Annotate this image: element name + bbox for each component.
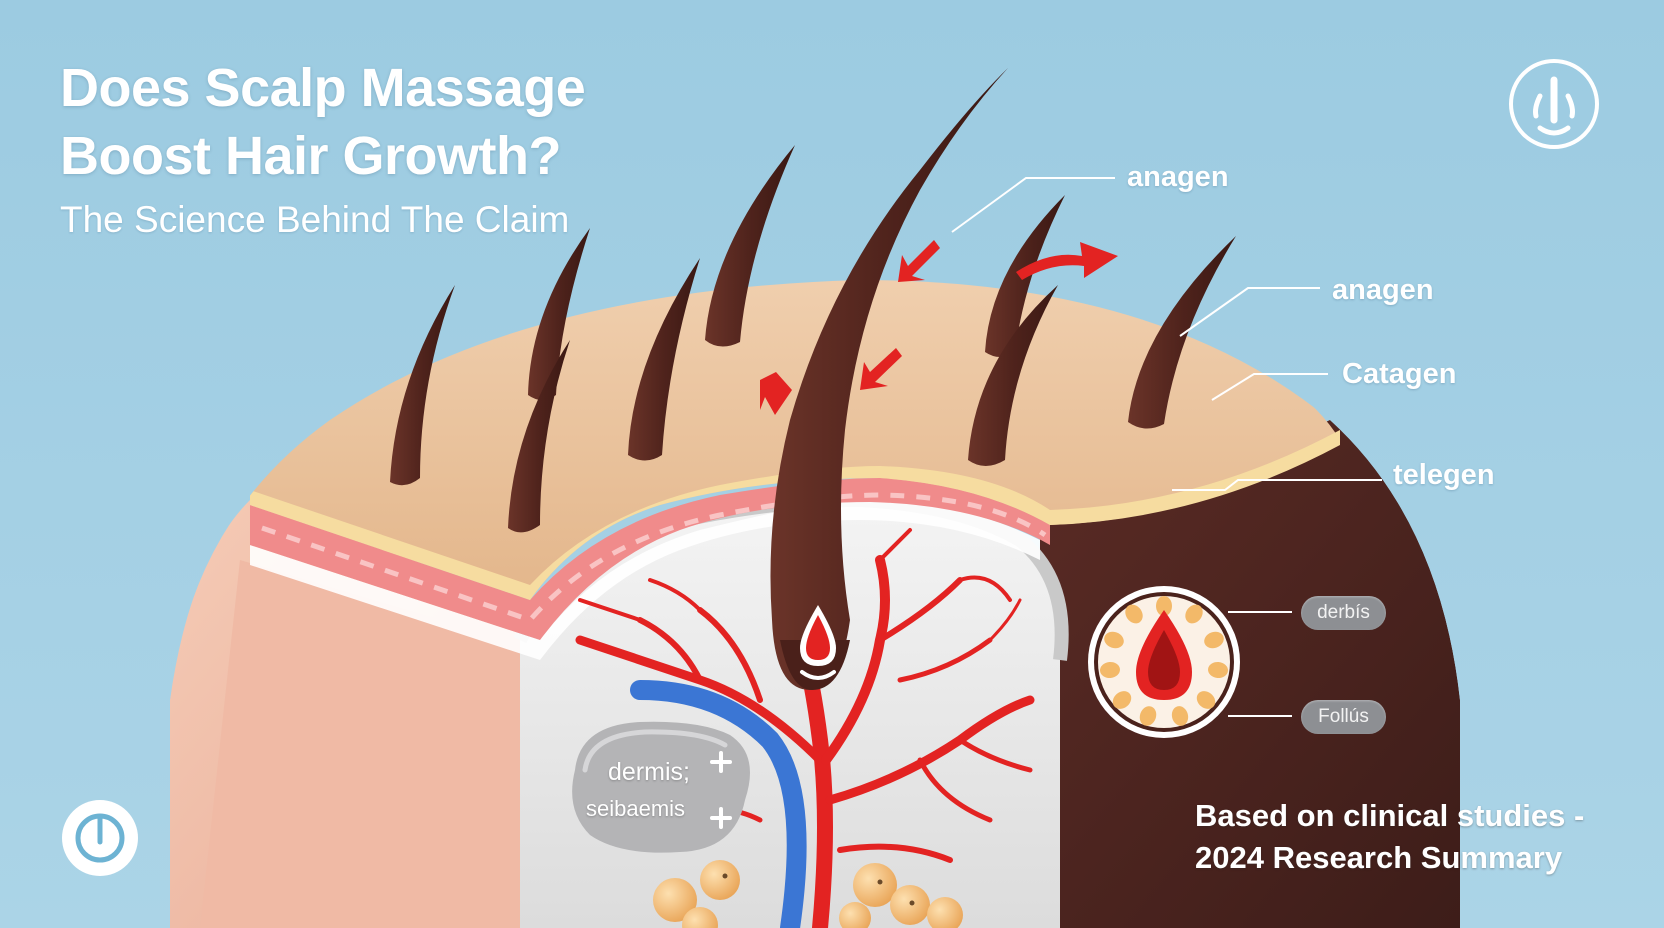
skin-side-lower bbox=[200, 560, 540, 928]
blob-label-line-2: seibaemis bbox=[586, 796, 686, 821]
stage-label-anagen-mid: anagen bbox=[1332, 274, 1434, 306]
stage-label-catagen: Catagen bbox=[1342, 358, 1457, 390]
follicle-cells bbox=[1100, 596, 1228, 726]
blood-drop-icon bbox=[1136, 610, 1192, 700]
power-icon[interactable] bbox=[62, 800, 138, 876]
massage-direction-arrows bbox=[760, 240, 1118, 415]
page-title-line-2: Boost Hair Growth? bbox=[60, 126, 562, 186]
blob-label-line-1: dermis; bbox=[608, 758, 690, 786]
source-note-line-2: 2024 Research Summary bbox=[1195, 840, 1563, 875]
source-note-line-1: Based on clinical studies - bbox=[1195, 798, 1585, 833]
plus-icon bbox=[710, 751, 732, 773]
dermis-stripe-pink bbox=[250, 478, 1050, 640]
stage-label-telegen: telegen bbox=[1393, 459, 1495, 491]
page-subtitle: The Science Behind The Claim bbox=[60, 199, 570, 240]
epidermis-stripe-white bbox=[250, 500, 1040, 660]
plus-icon bbox=[710, 807, 732, 829]
touch-finger-icon[interactable] bbox=[1509, 59, 1599, 149]
vein-blue bbox=[630, 680, 807, 928]
main-hair-follicle bbox=[770, 68, 1008, 690]
inset-label-pill-bottom: Follús bbox=[1301, 700, 1386, 734]
follicle-inset bbox=[1088, 586, 1240, 738]
arrow-curved-right bbox=[1016, 242, 1118, 280]
label-leader-lines bbox=[951, 177, 1382, 717]
page-title-line-1: Does Scalp Massage bbox=[60, 58, 586, 118]
arrow-right-down bbox=[860, 348, 902, 390]
fat-cells bbox=[653, 860, 963, 928]
hair-strands bbox=[390, 145, 1236, 533]
stage-label-anagen-top: anagen bbox=[1127, 161, 1229, 193]
outer-skin-dark-side bbox=[1040, 420, 1460, 928]
scalp-top-edge bbox=[250, 430, 1340, 600]
blood-drop-icon bbox=[800, 605, 836, 680]
inset-label-pill-top: derbís bbox=[1301, 596, 1386, 630]
arrow-left-down bbox=[898, 240, 940, 282]
sebaceous-gland-blob bbox=[572, 721, 750, 853]
arrow-lower-left bbox=[760, 372, 792, 415]
